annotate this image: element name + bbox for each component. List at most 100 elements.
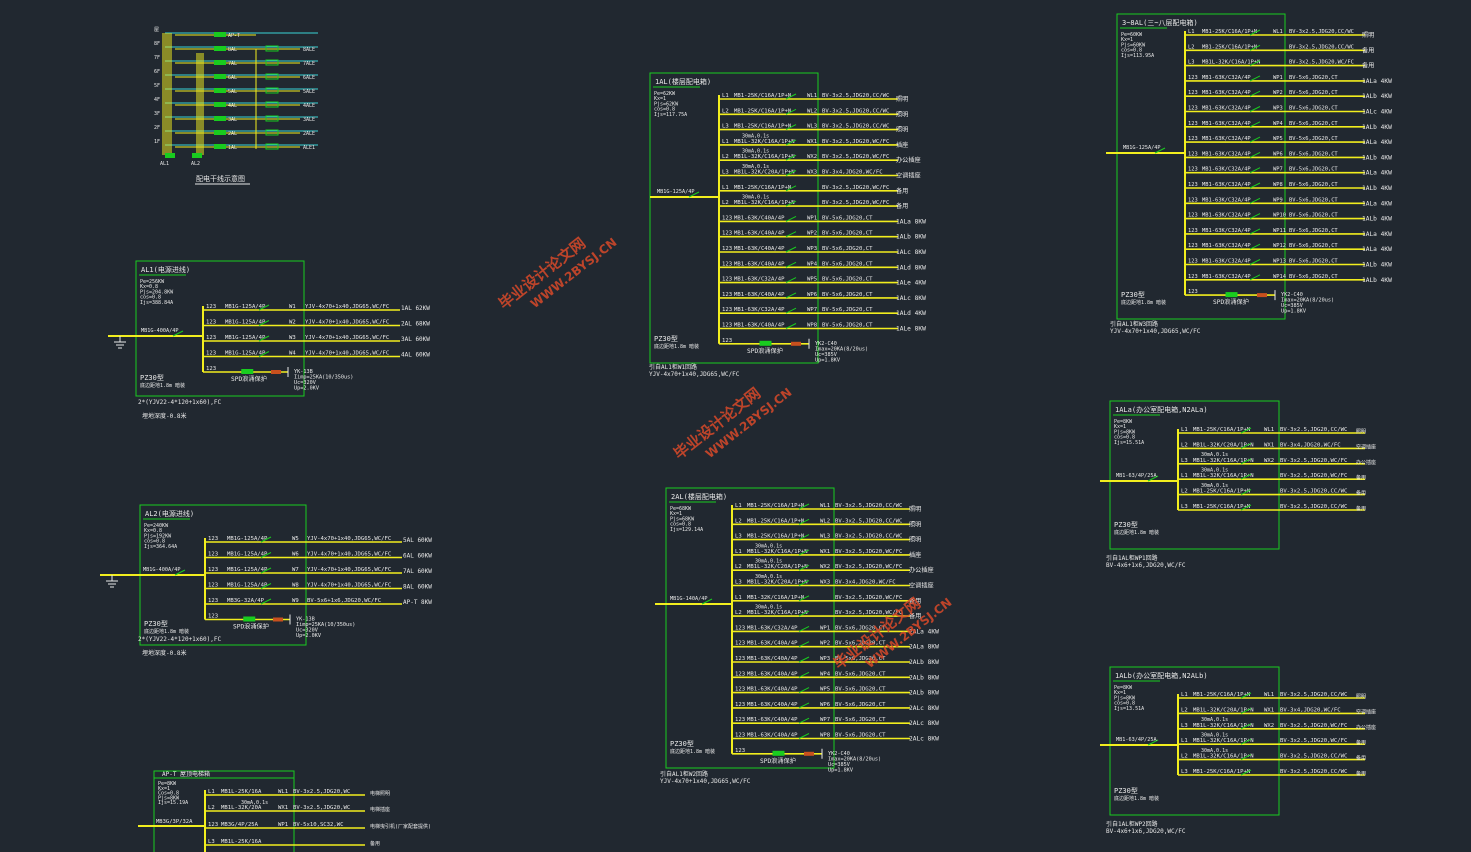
panel-param: Kx=1 xyxy=(1114,424,1126,430)
load-label: 6AL 60KW xyxy=(403,553,432,560)
distribution-box-icon xyxy=(214,102,226,107)
phase-label: 123 xyxy=(1188,243,1198,249)
breaker-label: MB1-63K/C32A/4P xyxy=(1202,75,1251,81)
phase-label: 123 xyxy=(1188,259,1198,265)
breaker-contact-icon xyxy=(1249,243,1261,250)
breaker-contact-icon xyxy=(785,124,797,131)
load-label: 备用 xyxy=(1362,62,1374,70)
cable-spec: BV-3x2.5,JDG20,WC/FC xyxy=(1280,473,1347,479)
panel-title: 1AL(楼层配电箱) xyxy=(655,77,711,86)
breaker-contact-icon xyxy=(1240,489,1252,496)
load-label: 1ALb 4KW xyxy=(1362,124,1392,131)
cabinet-label: AL2 xyxy=(191,161,200,167)
phase-label: L1 xyxy=(1188,29,1195,35)
cable-spec: BV-3x2.5,JDG20,CC/WC xyxy=(822,93,889,99)
circuit-no: WP2 xyxy=(807,231,817,237)
load-label: 备用 xyxy=(1362,46,1374,54)
circuit-no: WP6 xyxy=(820,702,830,708)
panel-param: Ijs=15.51A xyxy=(1114,440,1144,446)
breaker-label: MB1-25K/C16A/1P+N xyxy=(747,534,804,540)
spd-icon xyxy=(243,616,256,622)
breaker-contact-icon xyxy=(798,564,810,571)
load-label: 2ALb 8KW xyxy=(909,659,939,666)
spd-label: SPD浪涌保护 xyxy=(747,347,783,355)
breaker-label: MB1-63K/C40A/4P xyxy=(747,656,798,662)
circuit-no: WL2 xyxy=(807,108,817,114)
cable-spec: BV-3x2.5,JDG20,CC/WC xyxy=(835,534,902,540)
incoming-label: 引自AL1柜W1回路 xyxy=(649,363,697,371)
phase-label: 123 xyxy=(722,261,732,267)
breaker-contact-icon xyxy=(785,292,797,299)
cable-spec: BV-3x2.5,JDG20,CC/WC xyxy=(1280,504,1347,510)
load-label: 1ALe 4KW xyxy=(896,280,926,287)
phase-label: 123 xyxy=(206,304,216,310)
cable-spec: BV-3x2.5,JDG20,CC/WC xyxy=(1280,769,1347,775)
spd-label: SPD浪涌保护 xyxy=(760,757,796,765)
spd-spec: Iimp=25KA(10/350us) xyxy=(294,375,353,381)
load-label: 空调插座 xyxy=(896,172,921,180)
breaker-label: MB1-63K/C40A/4P xyxy=(747,641,798,647)
panel-param: cos=0.8 xyxy=(1114,701,1135,707)
panel-param: Pe=62KW xyxy=(654,91,676,97)
spd-spec: Up=2.0KV xyxy=(296,633,321,639)
breaker-label: MB1L-32K/C20A/1P+N xyxy=(747,564,808,570)
breaker-contact-icon xyxy=(785,154,797,161)
breaker-label: MB1-63K/C32A/4P xyxy=(1202,228,1251,234)
breaker-contact-icon xyxy=(785,200,797,207)
breaker-contact-icon xyxy=(798,733,810,739)
panel-frame xyxy=(135,260,305,397)
box-type: PZ30型 xyxy=(1121,290,1145,299)
panel-param: cos=0.8 xyxy=(670,522,691,528)
incoming-cable: YJV-4x70+1x40,JDG65,WC/FC xyxy=(660,778,751,785)
breaker-label: MB1-63K/C32A/4P xyxy=(1202,106,1251,112)
cable-spec: YJV-4x70+1x40,JDG65,WC/FC xyxy=(307,552,391,558)
circuit-no: WP12 xyxy=(1273,243,1286,249)
breaker-label: MB1-63K/C40A/4P xyxy=(734,261,785,267)
breaker-label: MB1-63K/C40A/4P xyxy=(734,323,785,329)
breaker-contact-icon xyxy=(260,552,272,558)
load-label: 1ALb 4KW xyxy=(1362,262,1392,269)
panel-param: cos=0.8 xyxy=(144,539,165,545)
cable-spec: BV-5x6,JDG20,CT xyxy=(835,625,886,631)
breaker-contact-icon xyxy=(785,246,797,253)
box-note: 底边距地1.8m 暗装 xyxy=(654,343,699,350)
phase-label: 123 xyxy=(735,748,745,754)
phase-label: 123 xyxy=(208,583,218,589)
spd-spec: Uc=320V xyxy=(296,628,318,634)
fuse-icon xyxy=(791,341,801,346)
circuit-no: WL1 xyxy=(820,503,830,509)
breaker-contact-icon xyxy=(798,518,810,525)
load-label: 1ALa 4KW xyxy=(1362,231,1392,238)
breaker-label: MB1L-32K/C16A/1P+N xyxy=(747,610,808,616)
load-label: 1ALb 4KW xyxy=(1362,277,1392,284)
panel-param: Cos=0.8 xyxy=(158,791,179,797)
phase-label: L1 xyxy=(1181,427,1188,433)
breaker-contact-icon xyxy=(1147,739,1159,746)
panel-param: Pe=68KW xyxy=(670,506,692,512)
circuit-no: WX2 xyxy=(1264,723,1274,729)
load-label: 空调插座 xyxy=(1356,443,1376,450)
breaker-contact-icon xyxy=(260,583,272,589)
load-label: 备用 xyxy=(896,202,908,210)
circuit-no: WP1 xyxy=(807,215,817,221)
phase-label: L2 xyxy=(722,200,729,206)
emergency-box-icon xyxy=(265,59,279,66)
circuit-no: W6 xyxy=(292,552,299,558)
box-label: 6ALE xyxy=(303,75,315,81)
phase-label: 123 xyxy=(1188,182,1198,188)
box-type: PZ30型 xyxy=(670,739,694,748)
circuit-no: WP7 xyxy=(807,307,817,313)
breaker-label: MB1-25K/C16A/1P+N xyxy=(734,93,791,99)
breaker-contact-icon xyxy=(1240,504,1252,511)
cable-spec: BV-3x4,JDG20,WC/FC xyxy=(822,170,883,176)
rcd-label: 30mA,0.1s xyxy=(1201,717,1228,723)
cable-spec: BV-3x2.5,JDG20,CC/WC xyxy=(1280,692,1347,698)
